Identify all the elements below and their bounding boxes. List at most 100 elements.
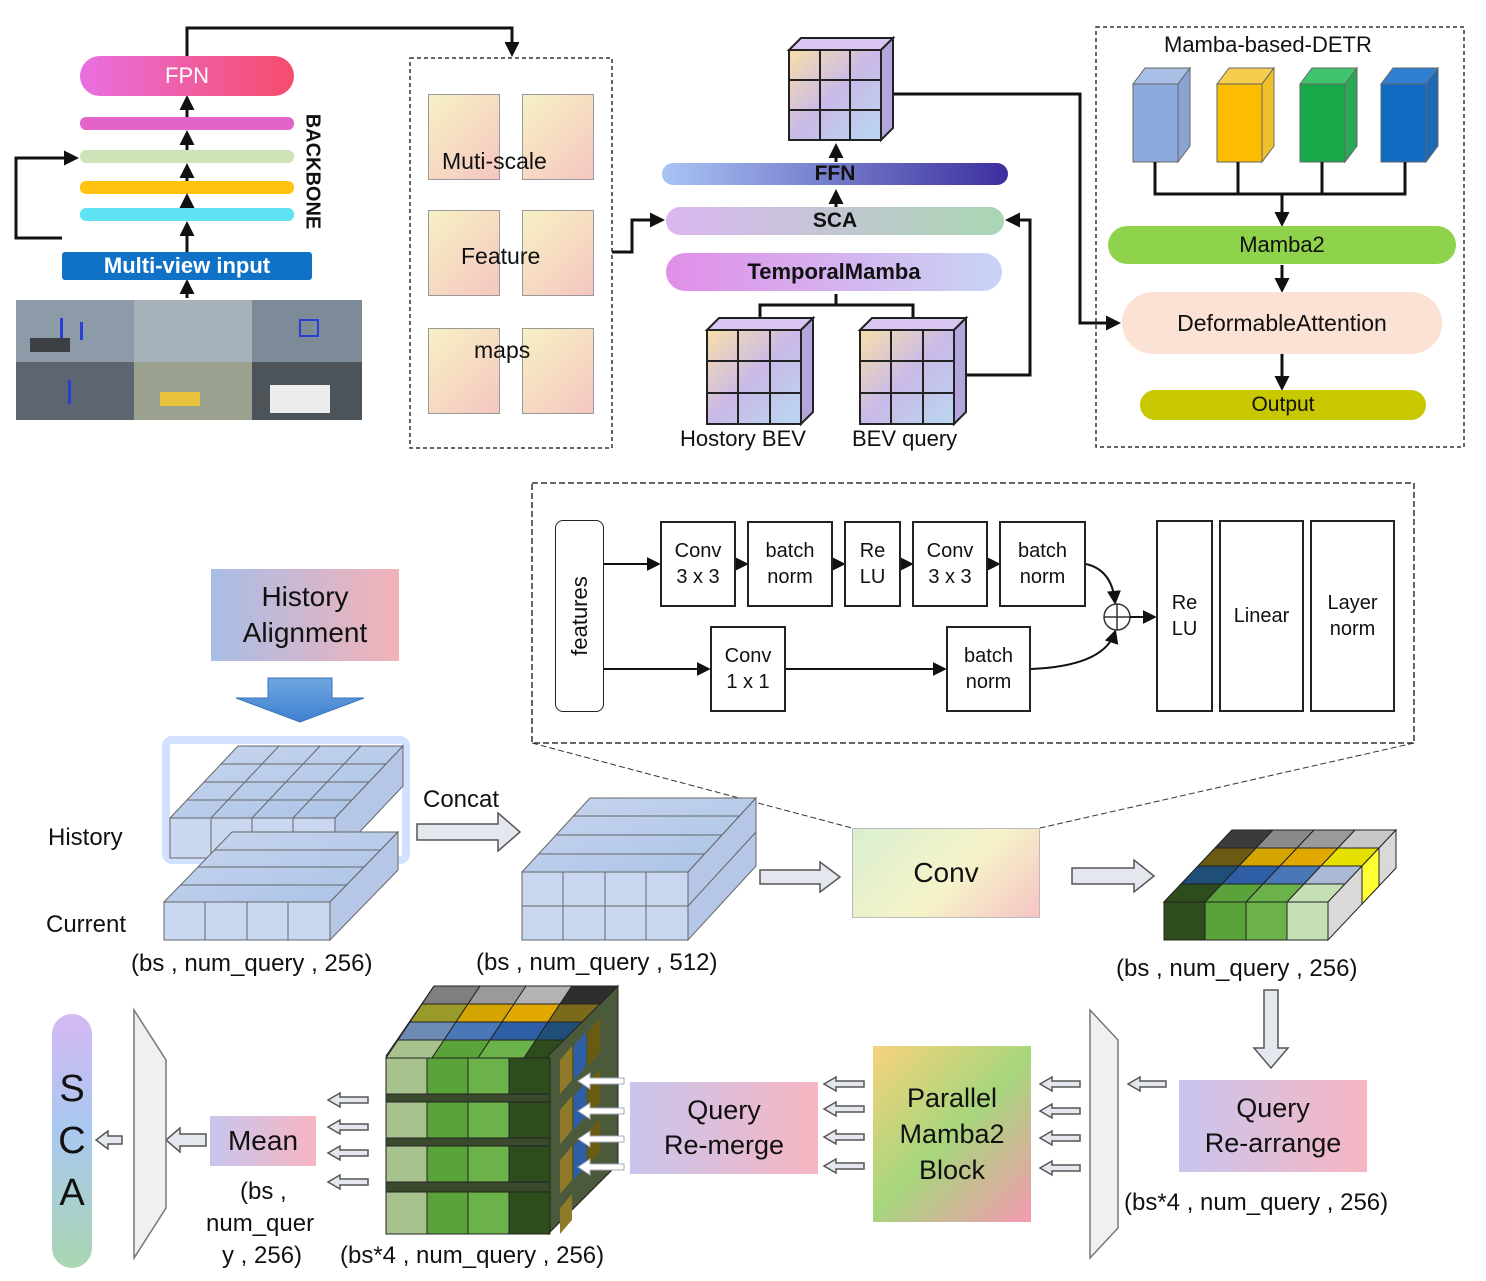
feature-map-2 <box>522 94 594 180</box>
mean-dim-l1: (bs , <box>240 1178 287 1205</box>
dim-bs4-b-label: (bs*4 , num_query , 256) <box>340 1242 605 1269</box>
backbone-label: BACKBONE <box>301 113 324 230</box>
linear-label: Linear <box>1233 605 1290 627</box>
backbone-layer-3 <box>80 181 294 194</box>
deformable-attention-label: DeformableAttention <box>1177 309 1387 336</box>
history-alignment-l1: History <box>261 581 349 612</box>
batchnorm-a-l2: norm <box>767 566 813 588</box>
parallel-l1: Parallel <box>906 1083 998 1113</box>
feature-map-3 <box>428 210 500 296</box>
batchnorm-a-block: batch norm <box>747 521 833 607</box>
sca-a: A <box>59 1172 85 1214</box>
history-bev-cube <box>704 315 816 427</box>
feature-maps-label-3: maps <box>474 337 531 363</box>
layernorm-block: Layer norm <box>1310 520 1395 712</box>
stacked-slabs <box>385 984 625 1236</box>
sca-c: C <box>58 1120 86 1162</box>
dim-bs4-a-label: (bs*4 , num_query , 256) <box>1124 1189 1389 1216</box>
conv3x3-b-block: Conv 3 x 3 <box>912 521 988 607</box>
batchnorm-c-l1: batch <box>964 645 1013 667</box>
ffn-block: FFN <box>662 162 1008 185</box>
parallel-mamba2-block: Parallel Mamba2 Block <box>873 1046 1031 1222</box>
backbone-layer-4 <box>80 208 294 221</box>
linear-block: Linear <box>1219 520 1304 712</box>
feature-map-1 <box>428 94 500 180</box>
layernorm-l2: norm <box>1329 618 1376 640</box>
conv1x1-block: Conv 1 x 1 <box>710 626 786 712</box>
output-label: Output <box>1251 393 1315 416</box>
concat-label: Concat <box>423 786 500 813</box>
detr-frame <box>1095 26 1465 448</box>
bev-query-cube <box>857 315 969 427</box>
feature-map-4 <box>522 210 594 296</box>
conv-label: Conv <box>913 857 979 888</box>
temporal-mamba-block: TemporalMamba <box>666 253 1002 291</box>
deformable-attention-block: DeformableAttention <box>1122 292 1442 354</box>
conv3x3-a-l2: 3 x 3 <box>676 566 720 588</box>
layernorm-l1: Layer <box>1327 592 1378 614</box>
relu-a-l2: LU <box>859 566 886 588</box>
sca-output-block: S C A <box>52 1014 92 1268</box>
query-rearrange-block: Query Re-arrange <box>1179 1080 1367 1172</box>
feature-map-6 <box>522 328 594 414</box>
parallel-l2: Mamba2 <box>899 1119 1005 1149</box>
backbone-layer-2 <box>80 150 294 163</box>
relu-out-l2: LU <box>1171 618 1198 640</box>
mamba2-block: Mamba2 <box>1108 226 1456 264</box>
query-rearrange-l1: Query <box>1236 1093 1310 1123</box>
feature-maps-frame <box>409 57 613 449</box>
temporal-mamba-label: TemporalMamba <box>747 259 921 284</box>
batchnorm-b-block: batch norm <box>999 521 1086 607</box>
output-block: Output <box>1140 390 1426 420</box>
relu-out-block: Re LU <box>1156 520 1213 712</box>
output-bev-cube <box>786 35 896 143</box>
conv1x1-l1: Conv <box>724 645 772 667</box>
conv-block: Conv <box>852 828 1040 918</box>
bev-query-label: BEV query <box>852 426 958 451</box>
conv-detail-frame <box>531 482 1415 744</box>
mean-block: Mean <box>210 1116 316 1166</box>
query-remerge-l1: Query <box>687 1095 761 1125</box>
features-block: features <box>555 520 604 712</box>
fpn-label: FPN <box>165 63 209 88</box>
parallel-l3: Block <box>918 1155 986 1185</box>
multi-view-camera-image <box>16 300 362 420</box>
history-bev-label: Hostory BEV <box>680 426 806 451</box>
history-label: History <box>48 824 123 851</box>
fpn-block: FPN <box>80 56 294 96</box>
batchnorm-c-l2: norm <box>965 671 1012 693</box>
merge-trapezoid <box>133 1007 167 1261</box>
concat-slab <box>520 796 758 942</box>
query-remerge-l2: Re-merge <box>663 1130 785 1160</box>
sca-s: S <box>59 1068 85 1110</box>
query-remerge-block: Query Re-merge <box>630 1082 818 1174</box>
mean-label: Mean <box>227 1125 299 1156</box>
mean-dim-l2: num_quer <box>206 1210 315 1237</box>
batchnorm-a-l1: batch <box>765 540 815 562</box>
down-arrow-icon <box>235 677 365 723</box>
small-arrows <box>94 1075 1167 1191</box>
detr-title: Mamba-based-DETR <box>1164 32 1372 57</box>
sca-block: SCA <box>666 207 1004 235</box>
current-label: Current <box>46 911 127 938</box>
history-alignment-block: History Alignment <box>211 569 399 661</box>
detr-query-blocks <box>1132 66 1439 164</box>
relu-a-block: Re LU <box>844 521 901 607</box>
split-trapezoid <box>1089 1008 1119 1260</box>
batchnorm-b-l2: norm <box>1019 566 1066 588</box>
conv1x1-l2: 1 x 1 <box>726 671 770 693</box>
features-label: features <box>566 576 592 656</box>
conv3x3-b-l2: 3 x 3 <box>928 566 972 588</box>
relu-a-l1: Re <box>859 540 886 562</box>
history-alignment-l2: Alignment <box>242 617 368 648</box>
conv3x3-a-block: Conv 3 x 3 <box>660 521 736 607</box>
feature-map-5 <box>428 328 500 414</box>
concat-arrow-icon <box>416 811 522 853</box>
mamba2-label: Mamba2 <box>1239 232 1325 257</box>
batchnorm-c-block: batch norm <box>946 626 1031 712</box>
relu-out-l1: Re <box>1171 592 1198 614</box>
sca-label: SCA <box>812 209 858 232</box>
conv-output-slab <box>1162 828 1398 942</box>
conv3x3-a-l1: Conv <box>674 540 722 562</box>
